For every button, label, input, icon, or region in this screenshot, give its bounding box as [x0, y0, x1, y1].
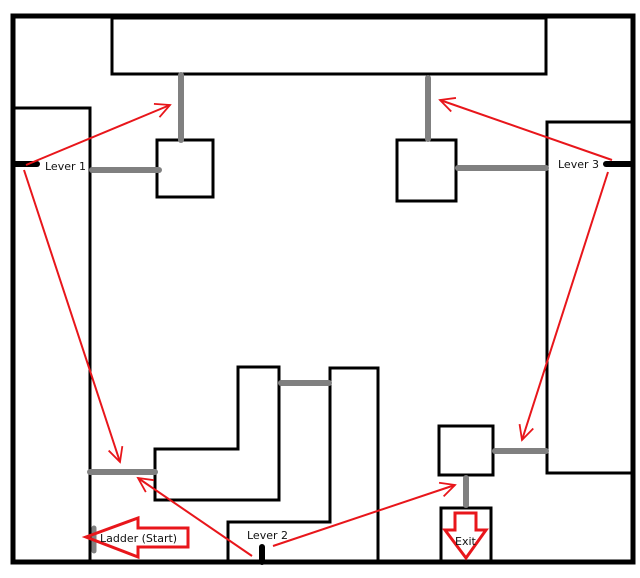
exit-arrow-icon: [442, 511, 489, 561]
l-shape-wall: [153, 365, 281, 502]
box-2: [395, 138, 458, 203]
arrows: [23, 100, 613, 557]
arrow-lever3-to-door: [440, 100, 613, 161]
walls: [10, 13, 636, 565]
center-corridor-wall: [226, 366, 380, 563]
arrow-lever2-to-door: [272, 485, 455, 547]
arrow-lever1-to-door: [25, 105, 170, 166]
ladder-start-label: Ladder (Start): [100, 532, 177, 545]
box-3: [437, 424, 495, 477]
doors: [87, 72, 549, 554]
lever-2-label: Lever 2: [247, 529, 288, 542]
arrow-lever1-to-door: [23, 169, 120, 462]
arrow-lever3-to-door: [522, 171, 609, 440]
lever-3-label: Lever 3: [558, 158, 599, 171]
top-room: [110, 16, 548, 76]
outer-wall: [10, 13, 636, 565]
box-1: [155, 138, 215, 199]
lever-1-label: Lever 1: [45, 160, 86, 173]
right-room: [545, 120, 632, 475]
exit-label: Exit: [455, 535, 477, 548]
left-room: [14, 106, 92, 563]
arrow-lever2-to-door: [138, 478, 253, 557]
start-arrow-icon: [81, 515, 190, 560]
